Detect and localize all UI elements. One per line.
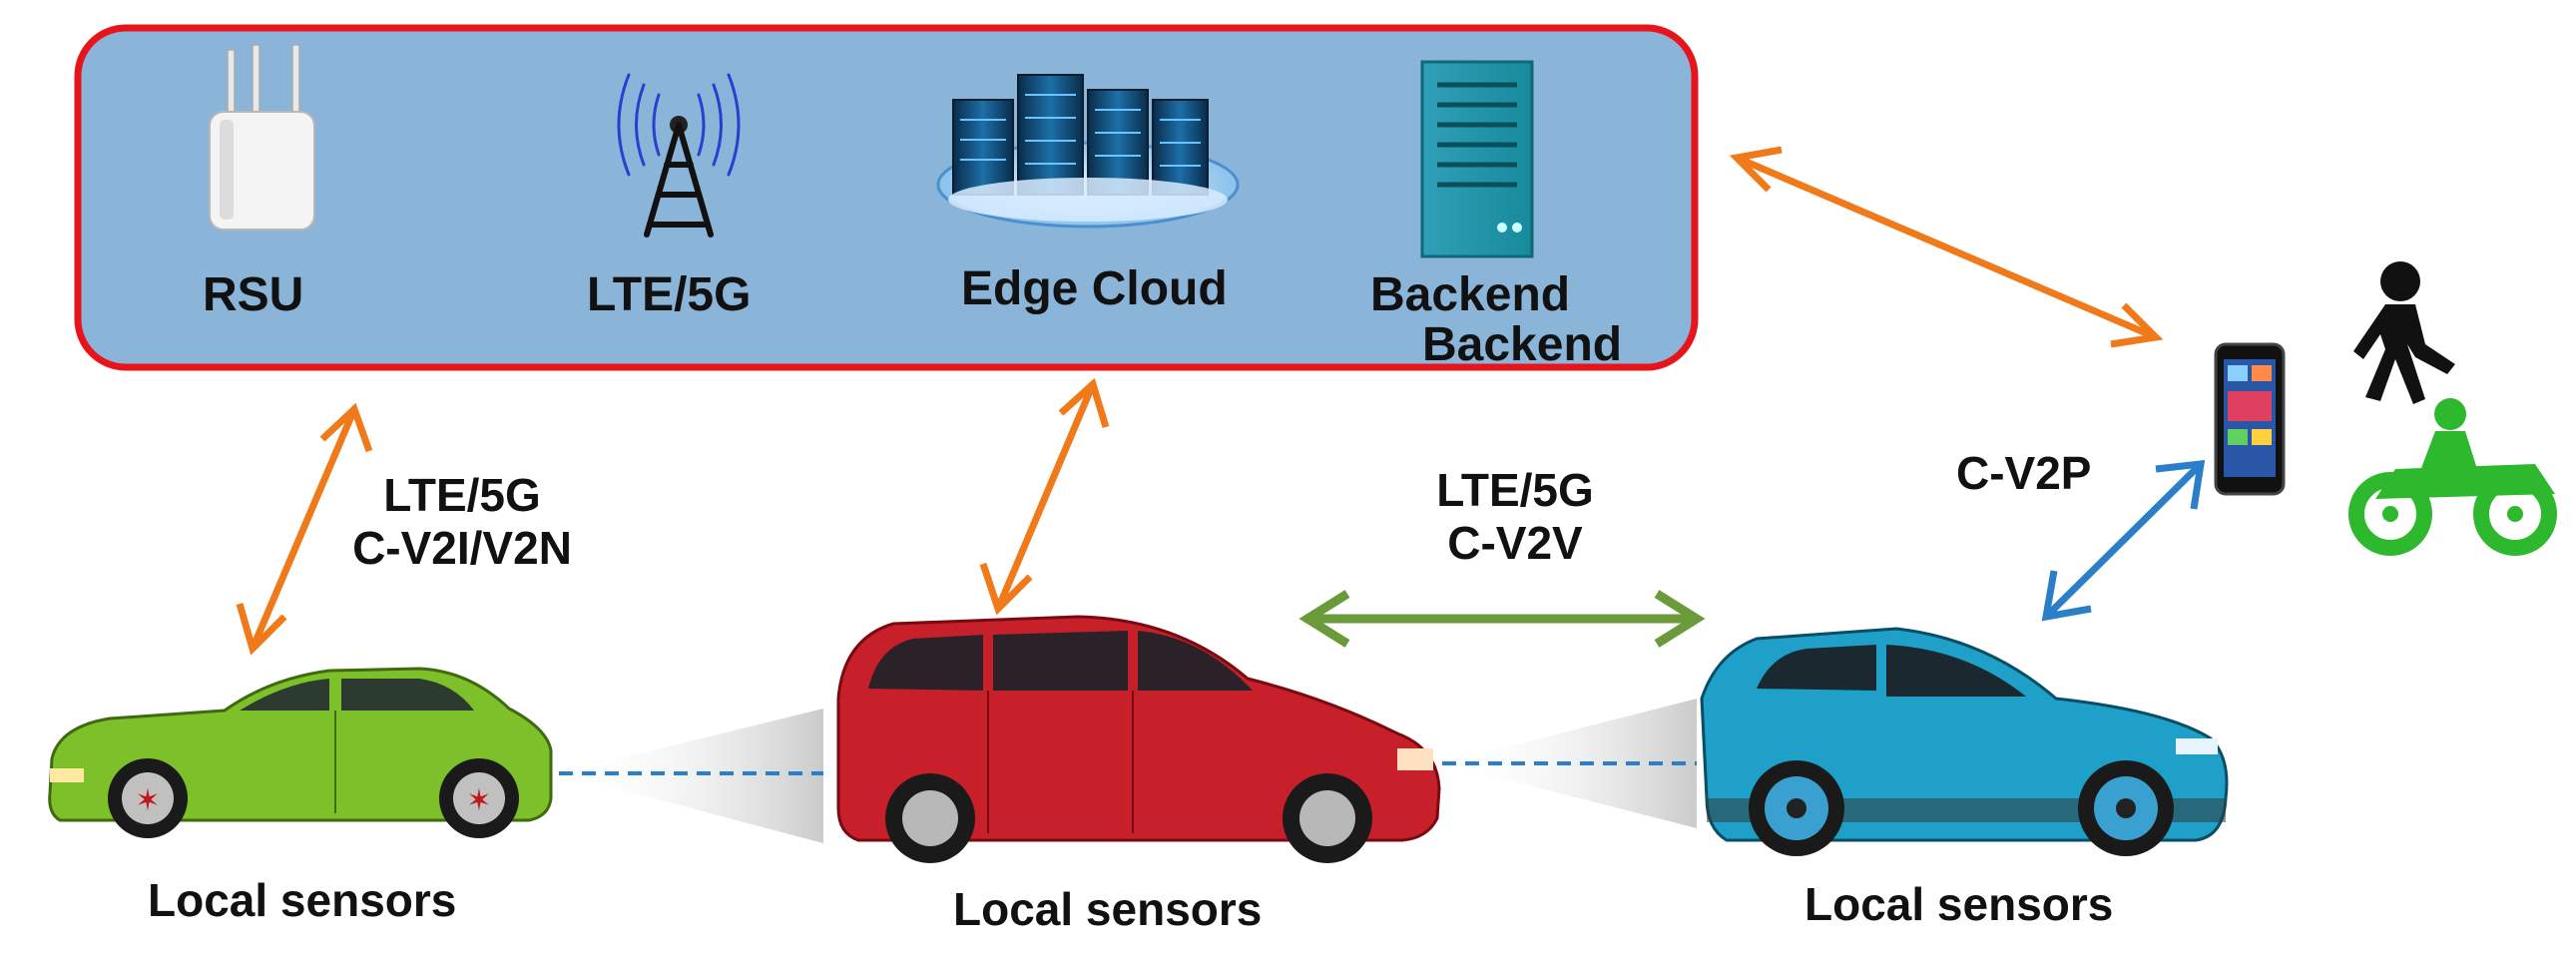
vehicle-1-sensors-label: Local sensors: [148, 874, 457, 926]
vehicle-2-sensors-label: Local sensors: [953, 883, 1263, 935]
sensor-cone-left: [559, 709, 823, 843]
backend-label-duplicate: Backend: [1422, 318, 1623, 371]
svg-text:✶: ✶: [135, 783, 160, 818]
edge-cloud-arrow: [979, 377, 1110, 616]
blue-suv-icon: [1700, 627, 2229, 856]
motorcyclist-icon: [2348, 398, 2557, 556]
v2v-arrow: [1298, 590, 1706, 648]
v2i-link-label: LTE/5G C-V2I/V2N: [317, 469, 607, 575]
svg-text:✶: ✶: [466, 783, 491, 818]
v2v-link-line1: LTE/5G: [1436, 464, 1594, 516]
infrastructure-frame: [74, 24, 1699, 371]
cell-tower-icon: [617, 73, 741, 238]
sensor-cone-right: [1442, 699, 1697, 828]
red-minivan-icon: [836, 615, 1441, 863]
smartphone-icon: [2214, 342, 2286, 496]
edge-cloud-servers-icon: [936, 74, 1240, 229]
v2p-link-label: C-V2P: [1956, 447, 2092, 499]
backend-server-icon: [1420, 60, 1534, 258]
rsu-label: RSU: [203, 268, 304, 321]
v2i-link-line2: C-V2I/V2N: [352, 521, 572, 574]
backend-label: Backend: [1370, 268, 1571, 321]
rsu-device-icon: [209, 44, 315, 231]
lte-5g-label: LTE/5G: [587, 268, 752, 321]
v2i-arrow: [236, 402, 373, 656]
v2n-backend-arrow: [1729, 146, 2164, 348]
v2p-arrow: [2041, 460, 2206, 622]
walking-person-icon: [2353, 261, 2455, 404]
v2v-link-line2: C-V2V: [1447, 516, 1583, 569]
edge-cloud-label: Edge Cloud: [961, 262, 1228, 315]
v2i-link-line1: LTE/5G: [383, 469, 541, 521]
green-sedan-icon: ✶ ✶: [48, 667, 553, 838]
v2v-link-label: LTE/5G C-V2V: [1405, 464, 1625, 570]
vehicle-3-sensors-label: Local sensors: [1804, 878, 2114, 930]
